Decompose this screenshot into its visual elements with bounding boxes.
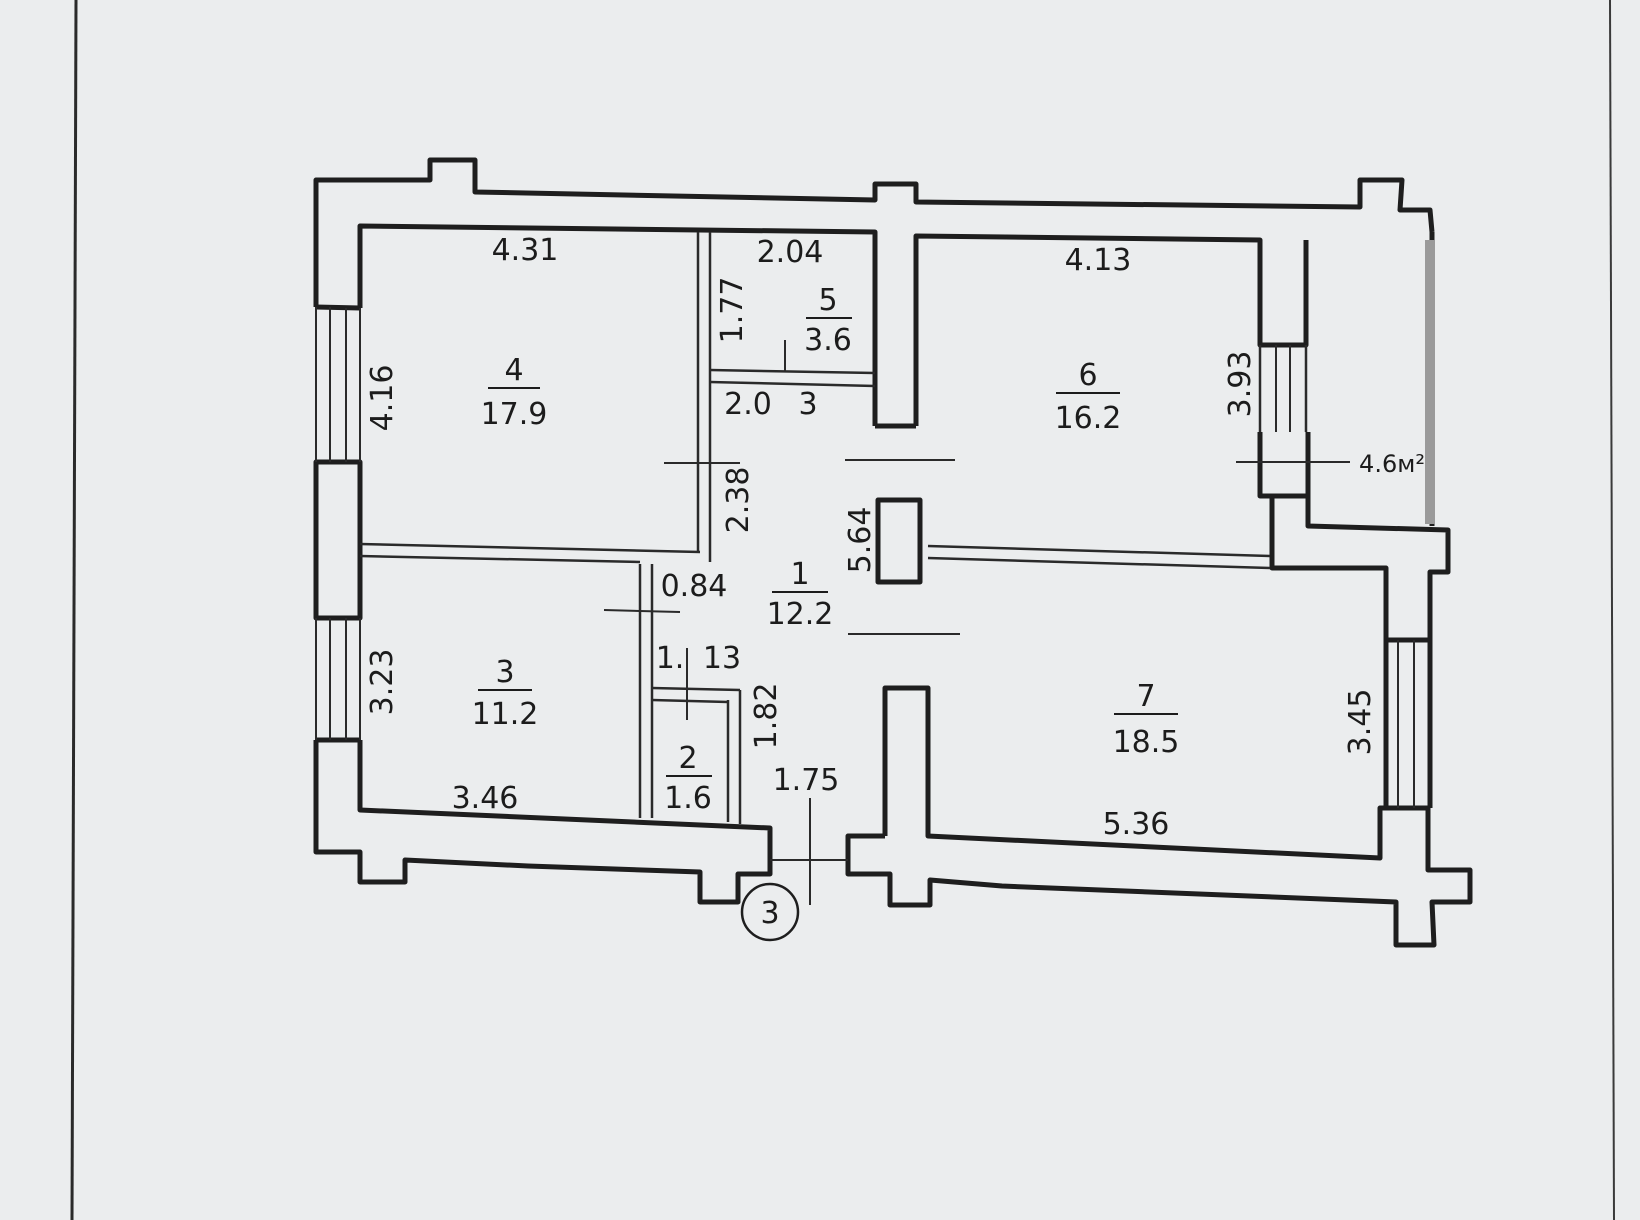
east-wall [1269, 496, 1451, 643]
dim-5-36: 5.36 [1103, 807, 1170, 842]
dimension-labels: 4.31 2.04 1.77 4.16 2.0 3 2.38 0.84 1. 1… [365, 233, 1425, 842]
dim-0-84: 0.84 [661, 569, 728, 604]
room-2-area: 1.6 [664, 781, 712, 816]
room-4-area: 17.9 [481, 397, 548, 432]
windows [315, 240, 1435, 808]
inner-wall-top-right [913, 233, 1309, 426]
left-wall-1 [315, 304, 361, 311]
room-2-number: 2 [678, 741, 697, 776]
dim-5-64: 5.64 [843, 507, 878, 574]
section-marker: 3 [740, 882, 800, 942]
room-5-number: 5 [818, 283, 837, 318]
room-1-area: 12.2 [767, 597, 834, 632]
section-marker-label: 3 [760, 896, 779, 931]
room-3-area: 11.2 [472, 697, 539, 732]
left-pier [313, 459, 363, 621]
room-6-number: 6 [1078, 358, 1097, 393]
dim-1-13-b: 13 [703, 641, 741, 676]
dim-1-13-a: 1. [656, 641, 685, 676]
inner-wall-top [357, 223, 878, 426]
room-3-label: 3 11.2 [472, 655, 539, 732]
outer-wall-top-left [313, 157, 1435, 307]
dim-balcony-area: 4.6м² [1359, 450, 1425, 478]
room-3-number: 3 [495, 655, 514, 690]
page-edge-line [1609, 0, 1615, 1220]
room-7-label: 7 18.5 [1113, 679, 1180, 760]
central-wall-lower [845, 685, 1473, 948]
dim-3-23: 3.23 [365, 649, 400, 716]
dim-1-82: 1.82 [749, 683, 784, 750]
room-labels: 4 17.9 5 3.6 1 12.2 3 11.2 2 1.6 6 16.2 [472, 283, 1180, 816]
dim-3: 3 [798, 387, 817, 422]
dim-2-0: 2.0 [724, 387, 772, 422]
outer-wall-bottom-left [313, 740, 773, 905]
room-1-label: 1 12.2 [767, 557, 834, 632]
room-7-number: 7 [1136, 679, 1155, 714]
window-room7 [1397, 640, 1415, 808]
dim-2-38: 2.38 [721, 467, 756, 534]
window-room3 [315, 618, 361, 740]
dim-4-16: 4.16 [365, 365, 400, 432]
dim-3-46: 3.46 [452, 781, 519, 816]
room-6-label: 6 16.2 [1055, 358, 1122, 436]
dim-4-31: 4.31 [492, 233, 559, 268]
room-5-area: 3.6 [804, 323, 852, 358]
room-2-label: 2 1.6 [664, 741, 712, 816]
page-margin-line [70, 0, 78, 1220]
room-7-area: 18.5 [1113, 725, 1180, 760]
room-4-number: 4 [504, 353, 523, 388]
closet-walls [1257, 432, 1311, 499]
dim-3-45: 3.45 [1343, 689, 1378, 756]
dim-4-13: 4.13 [1065, 243, 1132, 278]
partitions [359, 232, 1308, 824]
room-5-label: 5 3.6 [804, 283, 852, 358]
room-1-number: 1 [790, 557, 809, 592]
central-pier [875, 497, 923, 585]
room-6-area: 16.2 [1055, 401, 1122, 436]
window-room4 [315, 307, 361, 462]
window-balcony [1275, 240, 1435, 524]
dim-1-75: 1.75 [773, 763, 840, 798]
section-ticks [603, 340, 1350, 905]
dim-2-04: 2.04 [757, 235, 824, 270]
walls [313, 157, 1473, 948]
room-4-label: 4 17.9 [481, 353, 548, 432]
dim-1-77: 1.77 [715, 277, 750, 344]
dim-3-93: 3.93 [1223, 351, 1258, 418]
